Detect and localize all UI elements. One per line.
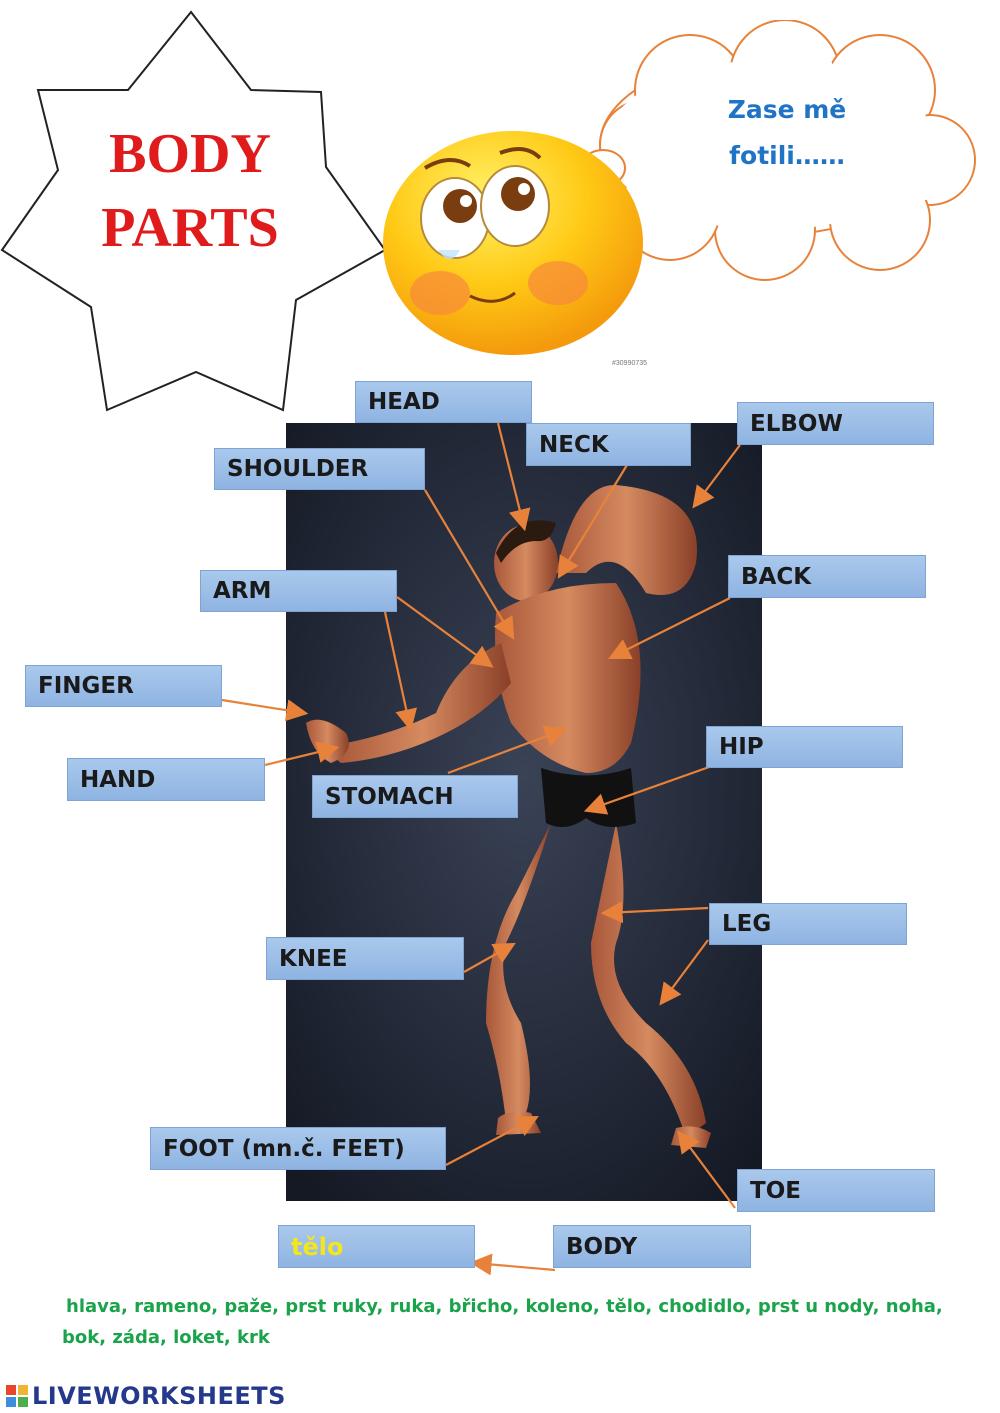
- label-foot: FOOT (mn.č. FEET): [150, 1127, 446, 1170]
- thought-cloud: [569, 20, 976, 281]
- label-head: HEAD: [355, 381, 532, 423]
- title-line2: PARTS: [101, 197, 279, 259]
- thought-line1: Zase mě: [727, 95, 847, 124]
- thought-line2: fotili……: [729, 141, 845, 170]
- emoji-face: [383, 131, 643, 355]
- label-back: BACK: [728, 555, 926, 598]
- label-toe: TOE: [737, 1169, 935, 1212]
- liveworksheets-logo-icon: [6, 1385, 28, 1407]
- label-arm: ARM: [200, 570, 397, 612]
- label-shoulder: SHOULDER: [214, 448, 425, 490]
- label-neck: NECK: [526, 423, 691, 466]
- footer-brand: LIVEWORKSHEETS: [32, 1382, 286, 1410]
- star-shape: [0, 10, 387, 412]
- label-body: BODY: [553, 1225, 751, 1268]
- word-bank-line2: bok, záda, loket, krk: [62, 1327, 270, 1348]
- word-bank-line1: hlava, rameno, paže, prst ruky, ruka, bř…: [66, 1296, 943, 1317]
- answer-body-input[interactable]: tělo: [278, 1225, 475, 1268]
- label-knee: KNEE: [266, 937, 464, 980]
- label-stomach: STOMACH: [312, 775, 518, 818]
- label-hand: HAND: [67, 758, 265, 801]
- stock-id: #30990735: [612, 360, 648, 367]
- label-hip: HIP: [706, 726, 903, 768]
- label-leg: LEG: [709, 903, 907, 945]
- label-elbow: ELBOW: [737, 402, 934, 445]
- title-line1: BODY: [109, 123, 271, 185]
- label-finger: FINGER: [25, 665, 222, 707]
